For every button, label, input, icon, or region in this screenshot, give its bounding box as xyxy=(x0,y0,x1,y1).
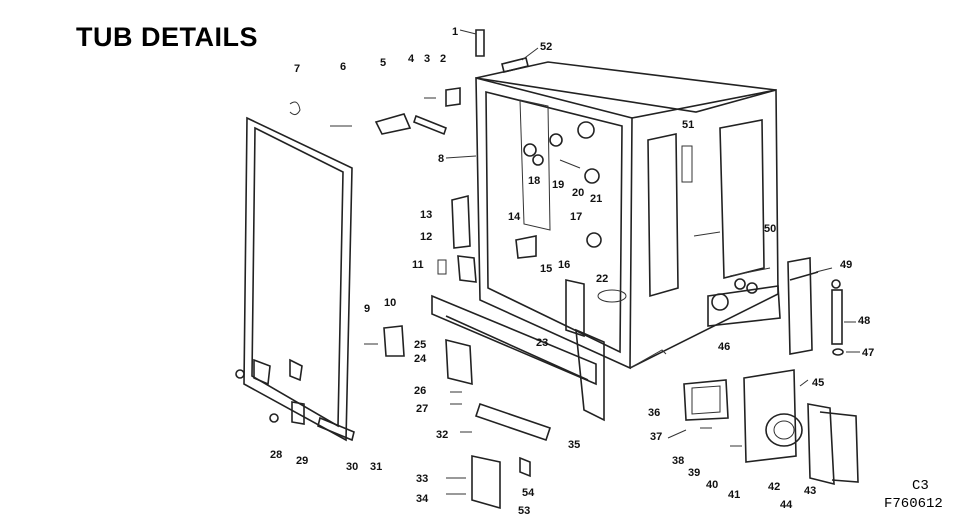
part-label: 25 xyxy=(414,339,426,351)
part-label: 23 xyxy=(536,337,548,349)
part-label: 22 xyxy=(596,273,608,285)
part-label: 1 xyxy=(452,26,458,38)
part-label: 24 xyxy=(414,353,427,365)
part-label: 29 xyxy=(296,455,308,467)
part-label: 35 xyxy=(568,439,580,451)
part-label: 20 xyxy=(572,187,584,199)
motor-pump-drawing xyxy=(683,369,859,486)
figure-id: F760612 xyxy=(884,496,943,512)
bottom-center-parts-drawing xyxy=(446,402,552,510)
part-label: 30 xyxy=(346,461,358,473)
part-label: 14 xyxy=(508,211,521,223)
part-label: 41 xyxy=(728,489,740,501)
part-label: 19 xyxy=(552,179,564,191)
part-label: 21 xyxy=(590,193,602,205)
part-label: 10 xyxy=(384,297,396,309)
part-label: 9 xyxy=(364,303,370,315)
part-label: 12 xyxy=(420,231,432,243)
part-label: 17 xyxy=(570,211,582,223)
part-label: 46 xyxy=(718,341,730,353)
part-label: 26 xyxy=(414,385,426,397)
part-label: 42 xyxy=(768,481,780,493)
part-label: 4 xyxy=(408,53,415,65)
part-label: 47 xyxy=(862,347,874,359)
part-label: 53 xyxy=(518,505,530,516)
part-label: 5 xyxy=(380,57,386,69)
part-label: 27 xyxy=(416,403,428,415)
bottom-rails-drawing xyxy=(431,267,781,422)
part-label: 16 xyxy=(558,259,570,271)
leader-lines xyxy=(445,29,860,439)
door-frame-drawing xyxy=(243,101,353,442)
part-number-labels: 1 2 3 4 5 6 7 8 9 10 11 12 13 14 15 16 1… xyxy=(270,26,874,516)
part-label: 39 xyxy=(688,467,700,479)
tub-body-drawing xyxy=(475,61,779,370)
part-label: 54 xyxy=(522,487,535,499)
part-label: 15 xyxy=(540,263,552,275)
part-label: 43 xyxy=(804,485,816,497)
part-label: 33 xyxy=(416,473,428,485)
part-label: 7 xyxy=(294,63,300,75)
part-label: 49 xyxy=(840,259,852,271)
part-label: 2 xyxy=(440,53,446,65)
part-label: 52 xyxy=(540,41,552,53)
part-label: 11 xyxy=(412,259,424,271)
lower-left-parts-drawing xyxy=(235,338,473,442)
part-label: 50 xyxy=(764,223,776,235)
part-label: 8 xyxy=(438,153,444,165)
part-label: 51 xyxy=(682,119,694,131)
part-label: 40 xyxy=(706,479,718,491)
part-label: 31 xyxy=(370,461,382,473)
part-label: 6 xyxy=(340,61,346,73)
part-label: 3 xyxy=(424,53,430,65)
part-label: 45 xyxy=(812,377,824,389)
part-label: 36 xyxy=(648,407,660,419)
part-label: 48 xyxy=(858,315,870,327)
part-label: 37 xyxy=(650,431,662,443)
diagram-title: TUB DETAILS xyxy=(76,22,258,52)
part-label: 38 xyxy=(672,455,684,467)
part-label: 44 xyxy=(780,499,793,511)
page-code: C3 xyxy=(912,478,929,494)
part-label: 28 xyxy=(270,449,282,461)
hinge-parts-drawing xyxy=(330,29,529,357)
part-label: 34 xyxy=(416,493,429,505)
part-label: 32 xyxy=(436,429,448,441)
part-label: 18 xyxy=(528,175,540,187)
part-label: 13 xyxy=(420,209,432,221)
right-brackets-drawing xyxy=(734,257,844,356)
